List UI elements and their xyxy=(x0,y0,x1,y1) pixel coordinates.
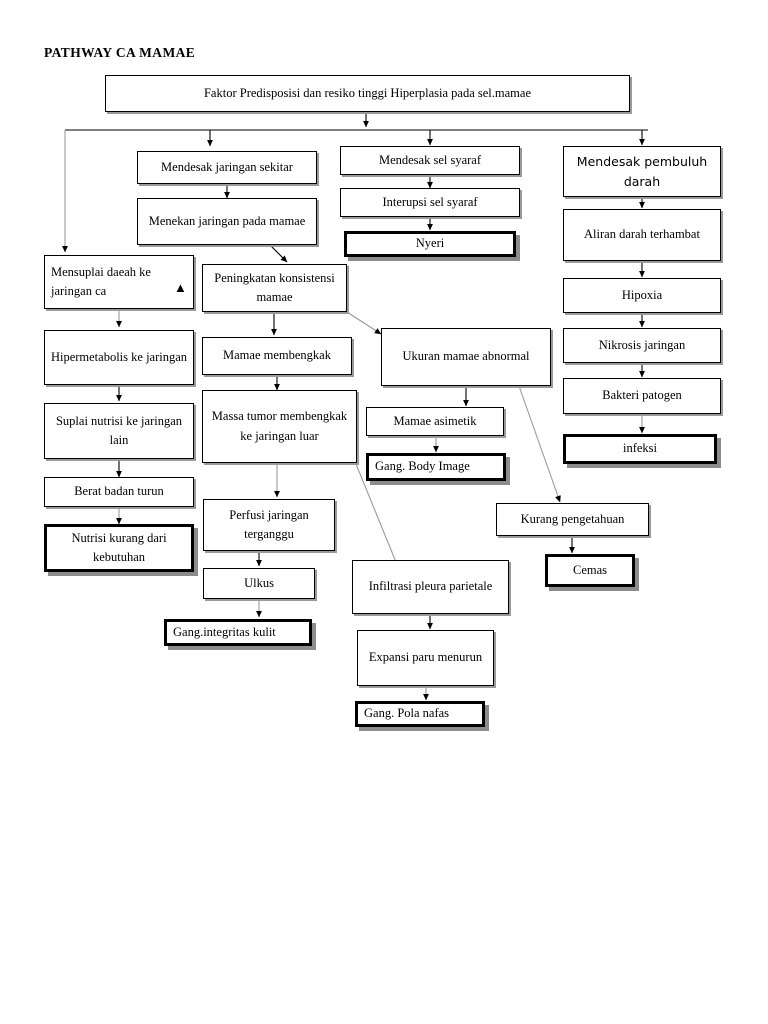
node-label: Aliran darah terhambat xyxy=(584,227,700,242)
node-label: Peningkatan konsistensi mamae xyxy=(214,270,335,304)
node-label: Infiltrasi pleura parietale xyxy=(368,579,493,594)
node-interupsi-sel-syaraf[interactable]: Interupsi sel syaraf xyxy=(340,188,520,217)
node-label: Nyeri xyxy=(415,236,445,251)
node-label: Cemas xyxy=(572,562,608,577)
node-nyeri[interactable]: Nyeri xyxy=(344,231,516,257)
node-bakteri-patogen[interactable]: Bakteri patogen xyxy=(563,378,721,414)
node-mendesak-pembuluh-darah[interactable]: Mendesak pembuluh darah xyxy=(563,146,721,197)
node-label: Mamae membengkak xyxy=(223,348,331,363)
node-gang-body-image[interactable]: Gang. Body Image xyxy=(366,453,506,481)
node-nikrosis-jaringan[interactable]: Nikrosis jaringan xyxy=(563,328,721,363)
node-aliran-darah-terhambat[interactable]: Aliran darah terhambat xyxy=(563,209,721,261)
node-ulkus[interactable]: Ulkus xyxy=(203,568,315,599)
node-hipoxia[interactable]: Hipoxia xyxy=(563,278,721,313)
node-infeksi[interactable]: infeksi xyxy=(563,434,717,464)
node-peningkatan-konsistensi-mamae[interactable]: Peningkatan konsistensi mamae xyxy=(202,264,347,312)
node-label: Berat badan turun xyxy=(74,484,164,499)
node-label: Gang. Pola nafas xyxy=(364,706,450,721)
node-label: Gang.integritas kulit xyxy=(173,624,276,639)
node-label: Mendesak jaringan sekitar xyxy=(161,159,293,174)
node-berat-badan-turun[interactable]: Berat badan turun xyxy=(44,477,194,507)
node-label: Hipermetabolis ke jaringan xyxy=(50,349,188,364)
node-mendesak-jaringan-sekitar[interactable]: Mendesak jaringan sekitar xyxy=(137,151,317,184)
up-arrow-icon: ▲ xyxy=(174,280,187,295)
node-label: Ulkus xyxy=(244,575,274,590)
node-root[interactable]: Faktor Predisposisi dan resiko tinggi Hi… xyxy=(105,75,630,112)
node-label: Mendesak pembuluh darah xyxy=(576,154,708,189)
node-label: Gang. Body Image xyxy=(375,459,470,474)
node-suplai-nutrisi-ke-jaringan-lain[interactable]: Suplai nutrisi ke jaringan lain xyxy=(44,403,194,459)
node-label: Kurang pengetahuan xyxy=(520,511,625,526)
node-label: Mendesak sel syaraf xyxy=(378,152,482,167)
node-mamae-asimetik[interactable]: Mamae asimetik xyxy=(366,407,504,436)
page-title: PATHWAY CA MAMAE xyxy=(44,45,196,60)
node-menekan-jaringan-pada-mamae[interactable]: Menekan jaringan pada mamae xyxy=(137,198,317,245)
node-kurang-pengetahuan[interactable]: Kurang pengetahuan xyxy=(496,503,649,536)
node-expansi-paru-menurun[interactable]: Expansi paru menurun xyxy=(357,630,494,686)
node-gang-pola-nafas[interactable]: Gang. Pola nafas xyxy=(355,701,485,727)
node-label: Perfusi jaringan terganggu xyxy=(229,507,309,541)
node-massa-tumor-membengkak-ke-jaringan-luar[interactable]: Massa tumor membengkak ke jaringan luar xyxy=(202,390,357,463)
node-gang-integritas-kulit[interactable]: Gang.integritas kulit xyxy=(164,619,312,646)
node-label: Bakteri patogen xyxy=(602,388,682,403)
node-mensuplai-daeah-ke-jaringan-ca[interactable]: Mensuplai daeah ke jaringan ca xyxy=(44,255,194,309)
node-cemas[interactable]: Cemas xyxy=(545,554,635,587)
node-label: Nutrisi kurang dari kebutuhan xyxy=(71,530,167,564)
node-label: Nikrosis jaringan xyxy=(598,337,686,352)
node-hipermetabolis-ke-jaringan[interactable]: Hipermetabolis ke jaringan xyxy=(44,330,194,385)
node-label: Suplai nutrisi ke jaringan lain xyxy=(55,413,183,447)
node-label: Mensuplai daeah ke jaringan ca xyxy=(51,264,151,298)
node-label: Mamae asimetik xyxy=(393,413,477,428)
node-label: Ukuran mamae abnormal xyxy=(402,349,530,364)
node-perfusi-jaringan-terganggu[interactable]: Perfusi jaringan terganggu xyxy=(203,499,335,551)
node-label: Hipoxia xyxy=(621,287,663,302)
node-mendesak-sel-syaraf[interactable]: Mendesak sel syaraf xyxy=(340,146,520,175)
node-ukuran-mamae-abnormal[interactable]: Ukuran mamae abnormal xyxy=(381,328,551,386)
node-label: infeksi xyxy=(622,441,658,456)
node-infiltrasi-pleura-parietale[interactable]: Infiltrasi pleura parietale xyxy=(352,560,509,614)
node-label: Faktor Predisposisi dan resiko tinggi Hi… xyxy=(203,85,531,100)
node-mamae-membengkak[interactable]: Mamae membengkak xyxy=(202,337,352,375)
node-label: Expansi paru menurun xyxy=(368,650,483,665)
node-nutrisi-kurang-dari-kebutuhan[interactable]: Nutrisi kurang dari kebutuhan xyxy=(44,524,194,572)
node-label: Massa tumor membengkak ke jaringan luar xyxy=(211,409,348,443)
node-label: Interupsi sel syaraf xyxy=(382,194,478,209)
node-label: Menekan jaringan pada mamae xyxy=(148,213,306,228)
